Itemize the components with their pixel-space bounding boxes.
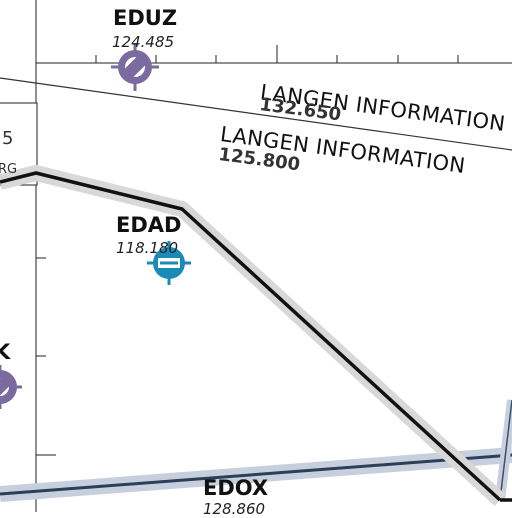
edox-frequency: 128.860	[203, 500, 266, 518]
route[interactable]	[0, 165, 512, 506]
edad-code: EDAD	[116, 213, 182, 237]
eduz-frequency: 124.485	[112, 33, 175, 51]
edox-code: EDOX	[203, 476, 269, 500]
left-airport-symbol[interactable]	[0, 365, 22, 409]
eduz-airport-symbol[interactable]	[111, 43, 159, 91]
partial-box-line2: RG	[0, 162, 18, 177]
fis-boundary	[0, 77, 512, 151]
edad-airport-symbol[interactable]	[147, 241, 191, 285]
eduz-code: EDUZ	[113, 6, 178, 30]
airspace-boundary	[0, 399, 512, 502]
graticule	[35, 0, 512, 512]
partial-box-line1: 5	[2, 128, 14, 149]
edad-frequency: 118.180	[116, 239, 179, 257]
left-airport-code: K	[0, 340, 11, 364]
